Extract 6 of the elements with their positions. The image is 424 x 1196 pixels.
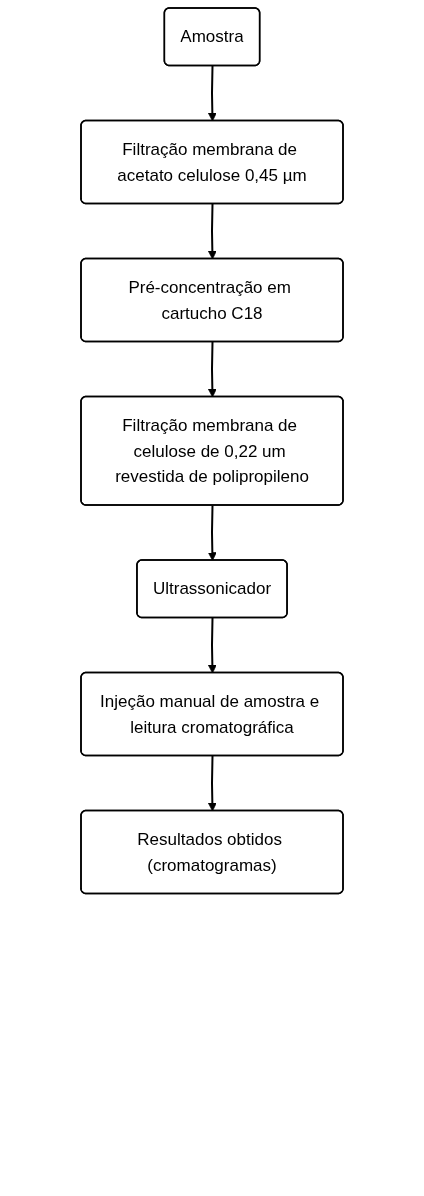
arrow <box>207 65 217 122</box>
arrow <box>207 755 217 812</box>
arrow <box>207 341 217 398</box>
arrow <box>207 203 217 260</box>
arrow <box>207 617 217 674</box>
arrow <box>207 504 217 561</box>
